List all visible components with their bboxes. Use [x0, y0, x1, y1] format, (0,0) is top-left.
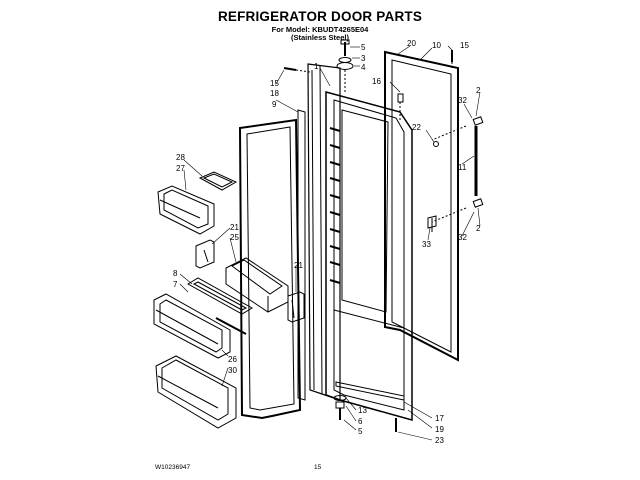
callout: 32 [458, 96, 467, 105]
document-number: W10236947 [155, 464, 191, 471]
handle-mount-parts [427, 116, 484, 232]
door-bin-lower [155, 355, 237, 429]
finish-line: (Stainless Steel) [291, 33, 349, 42]
callout: 10 [432, 41, 441, 50]
callout: 5 [358, 427, 363, 436]
callout: 3 [361, 54, 366, 63]
callout: 18 [270, 89, 279, 98]
callout: 7 [173, 280, 178, 289]
door-gasket [384, 50, 459, 362]
callout: 2 [476, 86, 481, 95]
ice-bucket-25 [225, 257, 289, 313]
page-title: REFRIGERATOR DOOR PARTS [217, 9, 423, 24]
bracket-21-upper [195, 239, 215, 269]
callout: 16 [372, 77, 381, 86]
callout: 23 [435, 436, 444, 445]
callout: 11 [458, 163, 467, 172]
callout: 32 [458, 233, 467, 242]
callout: 9 [272, 100, 277, 109]
callout: 2 [476, 224, 481, 233]
callout: 26 [228, 355, 237, 364]
door-liner [325, 91, 413, 421]
callout: 28 [176, 153, 185, 162]
callout: 30 [228, 366, 237, 375]
callout: 1 [314, 62, 319, 71]
top-hinge-parts [336, 39, 354, 92]
screw-15-left [283, 67, 311, 73]
callout: 25 [230, 233, 239, 242]
bottom-hinge-parts [333, 381, 405, 432]
callout: 13 [358, 406, 367, 415]
callout: 5 [361, 43, 366, 52]
callout: 8 [173, 269, 178, 278]
dairy-door-lid [198, 171, 238, 191]
callout: 19 [435, 425, 444, 434]
callout: 27 [176, 164, 185, 173]
callout: 21 [230, 223, 239, 232]
plug-16 [397, 93, 404, 120]
door-outer-panel [307, 63, 341, 401]
callout: 15 [270, 79, 279, 88]
callout: 6 [358, 417, 363, 426]
leader-lines [179, 45, 481, 441]
callout: 4 [361, 63, 366, 72]
page-number: 15 [314, 464, 322, 471]
bracket-21-lower [287, 291, 305, 323]
shelf-frame-8 [187, 277, 253, 315]
callout: 22 [412, 123, 421, 132]
callout: 21 [294, 261, 303, 270]
model-line: For Model: KBUDT4265E04 [271, 25, 369, 34]
door-frame-gasket [238, 118, 302, 420]
callout-labels: 5 3 4 20 10 15 1 16 15 18 9 2 32 22 11 2… [173, 39, 481, 445]
callout: 17 [435, 414, 444, 423]
callout: 15 [460, 41, 469, 50]
door-shelf-26 [153, 293, 247, 359]
callout: 33 [422, 240, 431, 249]
callout: 20 [407, 39, 416, 48]
door-bin-upper [157, 185, 215, 235]
